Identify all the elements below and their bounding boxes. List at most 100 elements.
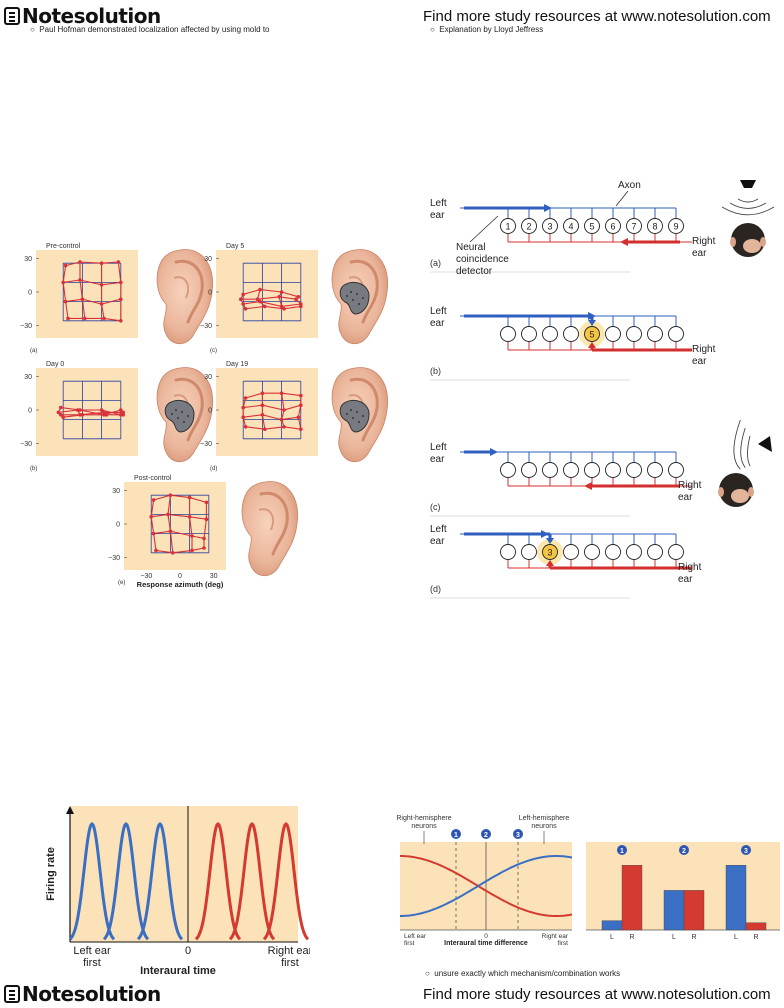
coincidence-detector [668, 462, 684, 478]
coincidence-detector [584, 462, 600, 478]
coincidence-detector [542, 326, 558, 342]
y-tick-label: −30 [200, 323, 212, 330]
coincidence-detector [647, 544, 663, 560]
bar [663, 890, 685, 931]
speaker-icon [740, 180, 756, 188]
head-icon [718, 473, 754, 507]
response-row [151, 513, 207, 520]
header-logo[interactable]: Notesolution [4, 4, 161, 28]
response-point [260, 413, 265, 417]
y-tick-label: 30 [204, 256, 212, 263]
bullet-top-left-text: Paul Hofman demonstrated localization af… [39, 25, 270, 34]
response-point [243, 425, 248, 429]
ear-image [241, 481, 299, 577]
x-mid-label: 0 [484, 933, 488, 940]
footer-logo[interactable]: Notesolution [4, 982, 161, 1006]
response-point [80, 297, 85, 301]
mold-dot [350, 291, 352, 293]
response-point [154, 548, 158, 553]
marker-badge [741, 845, 751, 855]
mold-dot [362, 415, 364, 417]
response-point [80, 413, 85, 417]
x-axis-label: Interaural time difference [444, 940, 528, 947]
right-hemisphere-label: neurons [411, 823, 437, 830]
right-hemisphere-curve [400, 855, 573, 917]
tuning-curve [228, 821, 276, 941]
response-point [282, 425, 286, 429]
response-point [168, 493, 173, 497]
left-ear-label: ear [430, 536, 445, 547]
left-down-arrowhead [588, 320, 596, 326]
response-point [119, 297, 123, 301]
head-ear [718, 487, 724, 497]
y-axis-label: Firing rate [45, 847, 57, 901]
response-point [239, 297, 243, 301]
plot-area [70, 806, 298, 942]
header-promo-link[interactable]: Find more study resources at www.notesol… [423, 8, 771, 25]
neural-label: coincidence [456, 254, 509, 265]
response-point [255, 297, 260, 301]
axon-pointer [615, 190, 629, 207]
response-row [155, 547, 205, 554]
coincidence-detector [647, 218, 663, 234]
response-point [294, 297, 298, 301]
response-point [279, 304, 284, 309]
coincidence-detector [521, 544, 537, 560]
bar-label: R [691, 934, 696, 941]
response-row [65, 298, 121, 305]
response-point [260, 403, 265, 407]
panel-letter: (d) [210, 466, 217, 472]
bar-label: R [753, 934, 758, 941]
coincidence-detector [500, 218, 516, 234]
coincidence-detector [626, 462, 642, 478]
right-ear-label: Right [692, 344, 716, 355]
panel-title: Pre-control [46, 243, 81, 250]
sound-wave [729, 202, 767, 209]
response-point [263, 427, 267, 431]
mold-dot [171, 413, 173, 415]
footer-promo-link[interactable]: Find more study resources at www.notesol… [423, 986, 771, 1003]
marker-badge [513, 829, 523, 839]
coincidence-detector [563, 462, 579, 478]
head-ear [730, 237, 736, 247]
ear-image [156, 367, 214, 463]
response-mesh [240, 289, 302, 310]
mold-dot [358, 303, 360, 305]
bar [725, 865, 747, 931]
response-point [102, 410, 106, 415]
ear-helix [174, 377, 204, 442]
response-point [102, 316, 106, 321]
sound-wave [740, 427, 746, 468]
y-tick-label: 0 [208, 408, 212, 415]
bar [745, 922, 767, 931]
bar-label: L [672, 934, 676, 941]
tuning-curve [194, 821, 242, 941]
response-column [242, 397, 247, 427]
header-brand: Notesolution [22, 4, 161, 28]
response-column [297, 395, 302, 430]
left-arrowhead [490, 448, 498, 456]
coincidence-detector [563, 218, 579, 234]
response-point [121, 413, 125, 417]
right-up-arrowhead [588, 342, 596, 348]
marker-number: 2 [484, 832, 488, 839]
footer-brand: Notesolution [22, 982, 161, 1006]
response-mesh [150, 494, 207, 554]
response-point [258, 299, 262, 304]
ear-helix [349, 259, 379, 324]
response-point [260, 391, 265, 395]
active-detector-number: 5 [589, 329, 594, 339]
tuning-curve [68, 821, 116, 941]
coincidence-detector [521, 218, 537, 234]
right-ear-label: ear [678, 574, 693, 585]
coincidence-detector [563, 326, 579, 342]
sound-wave [721, 206, 775, 216]
response-point [279, 417, 284, 422]
response-point [243, 396, 248, 400]
response-row [243, 289, 299, 298]
marker-number: 1 [454, 832, 458, 839]
bar [683, 890, 705, 931]
response-row [243, 404, 301, 411]
